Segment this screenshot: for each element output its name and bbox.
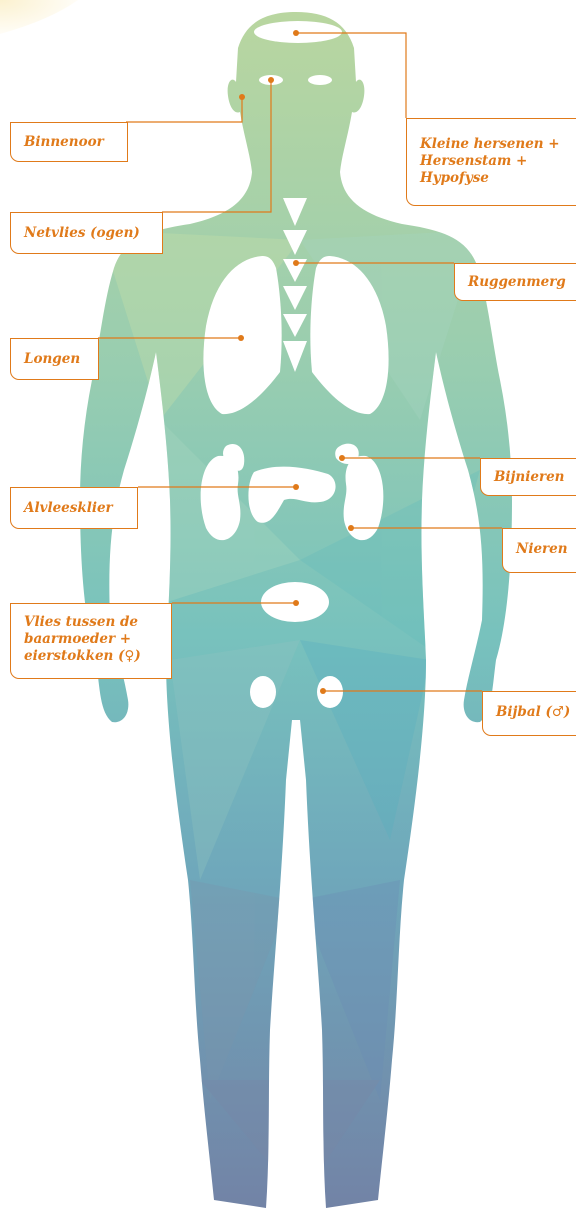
label-alvleesklier: Alvleesklier: [10, 487, 138, 529]
label-ruggenmerg: Ruggenmerg: [454, 263, 576, 301]
left-epididymis-shape: [250, 676, 276, 708]
label-bijbal-text: Bijbal (♂): [496, 704, 567, 721]
label-longen: Longen: [10, 338, 99, 380]
label-kleine-hersenen-line-1: Kleine hersenen +: [420, 136, 567, 153]
label-bijnieren: Bijnieren: [480, 458, 576, 496]
label-kleine-hersenen-line-3: Hypofyse: [420, 170, 567, 187]
label-vlies-line-3: eierstokken (♀): [24, 648, 161, 665]
label-netvlies-text: Netvlies (ogen): [24, 225, 152, 242]
label-bijnieren-text: Bijnieren: [494, 469, 567, 486]
label-binnenoor: Binnenoor: [10, 122, 128, 162]
label-alvleesklier-text: Alvleesklier: [24, 500, 127, 517]
label-ruggenmerg-text: Ruggenmerg: [468, 274, 567, 291]
label-netvlies: Netvlies (ogen): [10, 212, 163, 254]
right-eye-shape: [308, 75, 332, 85]
label-kleine-hersenen: Kleine hersenen + Hersenstam + Hypofyse: [406, 118, 576, 206]
label-nieren: Nieren: [502, 528, 576, 573]
label-nieren-text: Nieren: [516, 541, 567, 558]
label-vlies: Vlies tussen de baarmoeder + eierstokken…: [10, 603, 172, 679]
corner-glow: [0, 0, 78, 34]
label-vlies-line-2: baarmoeder +: [24, 631, 161, 648]
label-vlies-line-1: Vlies tussen de: [24, 614, 161, 631]
label-longen-text: Longen: [24, 351, 88, 368]
label-binnenoor-text: Binnenoor: [24, 134, 117, 151]
label-kleine-hersenen-line-2: Hersenstam +: [420, 153, 567, 170]
label-bijbal: Bijbal (♂): [482, 691, 576, 736]
